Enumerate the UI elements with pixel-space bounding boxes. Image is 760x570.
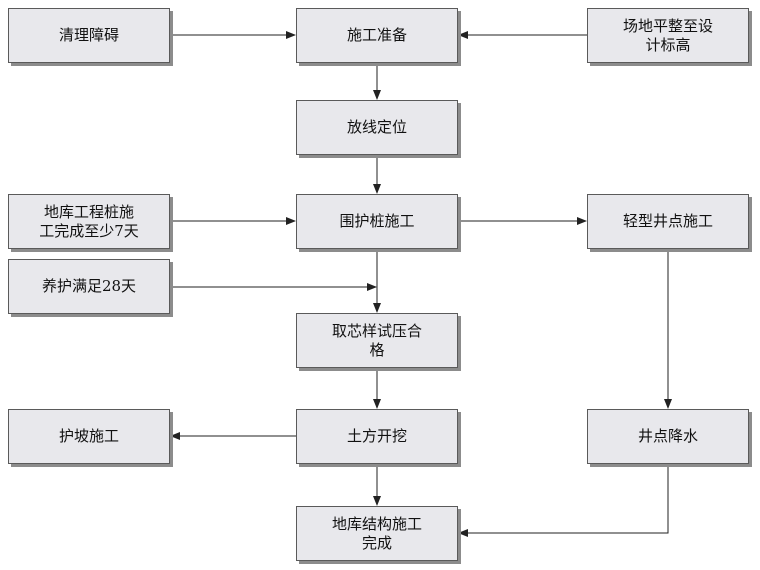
node-light-wellpoint-construction: 轻型井点施工 (587, 194, 749, 249)
node-label: 围护桩施工 (339, 212, 415, 230)
node-label: 地库工程桩施 工完成至少7天 (39, 202, 139, 240)
node-site-leveling: 场地平整至设 计标高 (587, 8, 749, 63)
node-label: 取芯样试压合 格 (331, 321, 422, 359)
node-core-sample-test: 取芯样试压合 格 (296, 313, 458, 368)
node-clear-obstacles: 清理障碍 (8, 8, 170, 63)
node-basement-piles-complete: 地库工程桩施 工完成至少7天 (8, 194, 170, 249)
node-layout-positioning: 放线定位 (296, 100, 458, 155)
node-label: 轻型井点施工 (622, 212, 713, 230)
node-label: 清理障碍 (58, 26, 119, 44)
node-label: 养护满足28天 (41, 277, 137, 295)
node-label: 土方开挖 (346, 427, 407, 445)
node-earth-excavation: 土方开挖 (296, 409, 458, 464)
node-wellpoint-dewatering: 井点降水 (587, 409, 749, 464)
edge-jiangshui-to-jiegou (458, 464, 669, 537)
node-label: 施工准备 (346, 26, 407, 44)
node-construction-prep: 施工准备 (296, 8, 458, 63)
node-label: 地库结构施工 完成 (331, 514, 422, 552)
node-curing-28-days: 养护满足28天 (8, 259, 170, 314)
node-label: 放线定位 (346, 118, 407, 136)
node-label: 井点降水 (637, 427, 698, 445)
node-slope-protection: 护坡施工 (8, 409, 170, 464)
node-basement-structure-complete: 地库结构施工 完成 (296, 506, 458, 561)
node-label: 场地平整至设 计标高 (622, 16, 713, 54)
node-label: 护坡施工 (58, 427, 119, 445)
node-retaining-pile-construction: 围护桩施工 (296, 194, 458, 249)
